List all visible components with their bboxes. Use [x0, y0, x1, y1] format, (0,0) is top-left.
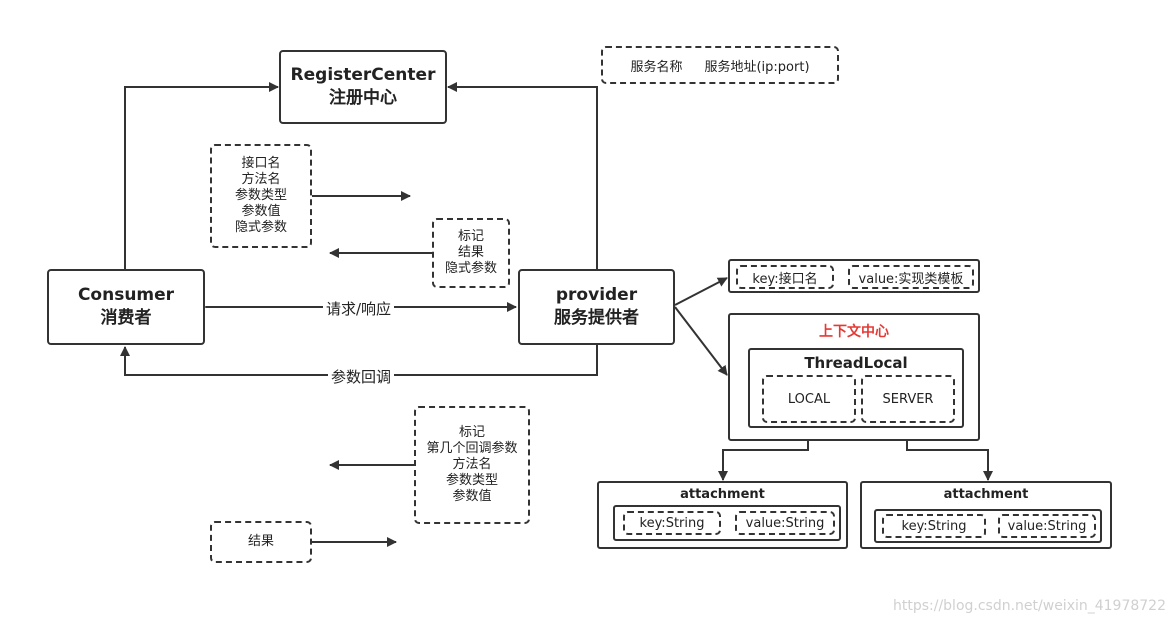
callback-field: 第几个回调参数: [426, 441, 518, 456]
consumer-to-register-arrow: [124, 82, 279, 270]
response-field: 结果: [457, 245, 484, 260]
attachment-right-title: attachment: [943, 487, 1029, 502]
consumer-title: Consumer: [77, 285, 175, 305]
callback-field: 参数值: [452, 489, 492, 504]
callback-label: 参数回调: [328, 366, 395, 387]
response-field: 标记: [457, 229, 484, 244]
register-center-title: RegisterCenter: [290, 65, 436, 85]
provider-to-register-arrow: [447, 82, 598, 270]
register-center-node: RegisterCenter 注册中心: [279, 50, 447, 124]
request-payload-box: 接口名 方法名 参数类型 参数值 隐式参数: [210, 144, 312, 248]
response-payload-box: 标记 结果 隐式参数: [432, 218, 510, 288]
req-resp-label: 请求/响应: [323, 298, 395, 319]
provider-subtitle: 服务提供者: [554, 308, 639, 328]
response-field: 隐式参数: [444, 261, 497, 276]
request-field: 方法名: [241, 172, 281, 187]
map-value-cell: value:实现类模板: [848, 265, 974, 289]
attachment-left-box: attachment key:String value:String: [597, 481, 848, 549]
attachment-right-inner: key:String value:String: [874, 509, 1102, 543]
service-addr-label: 服务地址(ip:port): [704, 59, 810, 75]
local-cell: LOCAL: [762, 375, 856, 423]
server-cell: SERVER: [861, 375, 955, 423]
consumer-subtitle: 消费者: [100, 308, 152, 328]
request-field: 接口名: [241, 156, 281, 171]
result-box: 结果: [210, 521, 312, 563]
attachment-right-value: value:String: [998, 514, 1096, 538]
attachment-right-key: key:String: [882, 514, 986, 538]
attachment-left-inner: key:String value:String: [613, 505, 841, 541]
request-field: 隐式参数: [234, 220, 287, 235]
request-field: 参数类型: [234, 188, 287, 203]
attachment-left-title: attachment: [680, 487, 765, 502]
provider-to-context-arrow: [674, 306, 728, 376]
callback-field: 标记: [458, 425, 485, 440]
threadlocal-box: ThreadLocal LOCAL SERVER: [748, 348, 964, 428]
map-key-cell: key:接口名: [736, 265, 834, 289]
provider-title: provider: [555, 285, 638, 305]
provider-to-map-arrow: [674, 277, 728, 306]
callback-field: 方法名: [452, 457, 492, 472]
result-field: 结果: [247, 534, 274, 549]
service-map-box: key:接口名 value:实现类模板: [728, 259, 980, 293]
attachment-left-key: key:String: [623, 511, 721, 535]
service-info-box: 服务名称 服务地址(ip:port): [601, 46, 839, 84]
context-center-title: 上下文中心: [819, 324, 889, 340]
provider-node: provider 服务提供者: [518, 269, 675, 345]
attachment-left-value: value:String: [735, 511, 835, 535]
watermark-text: https://blog.csdn.net/weixin_41978722: [892, 598, 1166, 614]
callback-field: 参数类型: [445, 473, 498, 488]
threadlocal-title: ThreadLocal: [804, 354, 908, 372]
register-center-subtitle: 注册中心: [329, 88, 397, 108]
attachment-right-box: attachment key:String value:String: [860, 481, 1112, 549]
service-name-label: 服务名称: [630, 59, 683, 75]
callback-payload-box: 标记 第几个回调参数 方法名 参数类型 参数值: [414, 406, 530, 524]
request-field: 参数值: [241, 204, 281, 219]
consumer-node: Consumer 消费者: [47, 269, 205, 345]
context-center-box: 上下文中心 ThreadLocal LOCAL SERVER: [728, 313, 980, 441]
